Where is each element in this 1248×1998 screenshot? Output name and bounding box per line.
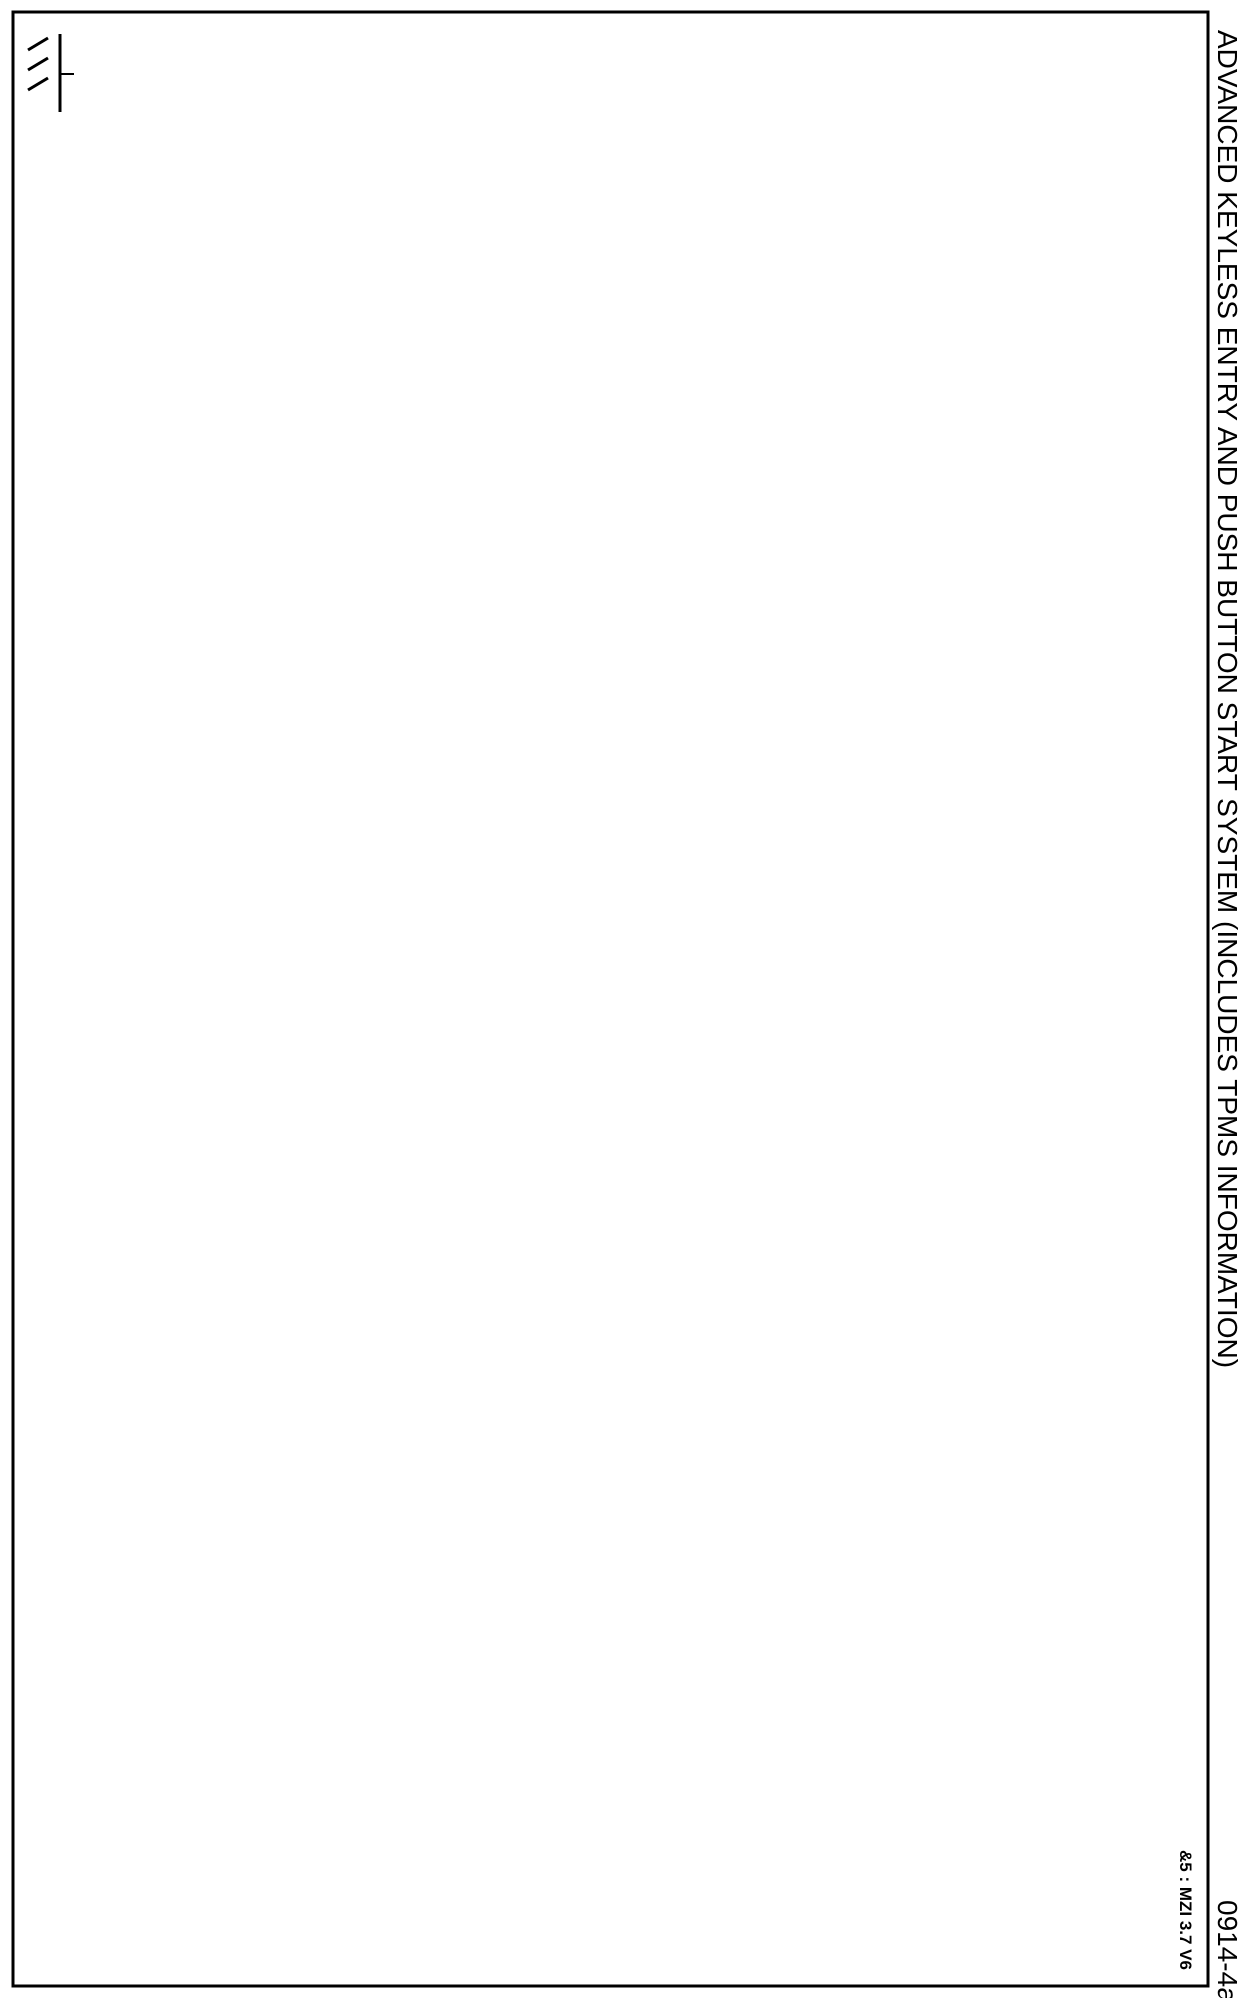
diagram-number: 0914-4a: [1212, 1900, 1243, 1998]
diagram-title: ADVANCED KEYLESS ENTRY AND PUSH BUTTON S…: [1212, 30, 1243, 1368]
page-frame: [11, 10, 1210, 1988]
ground-symbol: [27, 34, 62, 112]
footnote: &5 : MZI 3.7 V6: [1176, 1850, 1195, 1970]
